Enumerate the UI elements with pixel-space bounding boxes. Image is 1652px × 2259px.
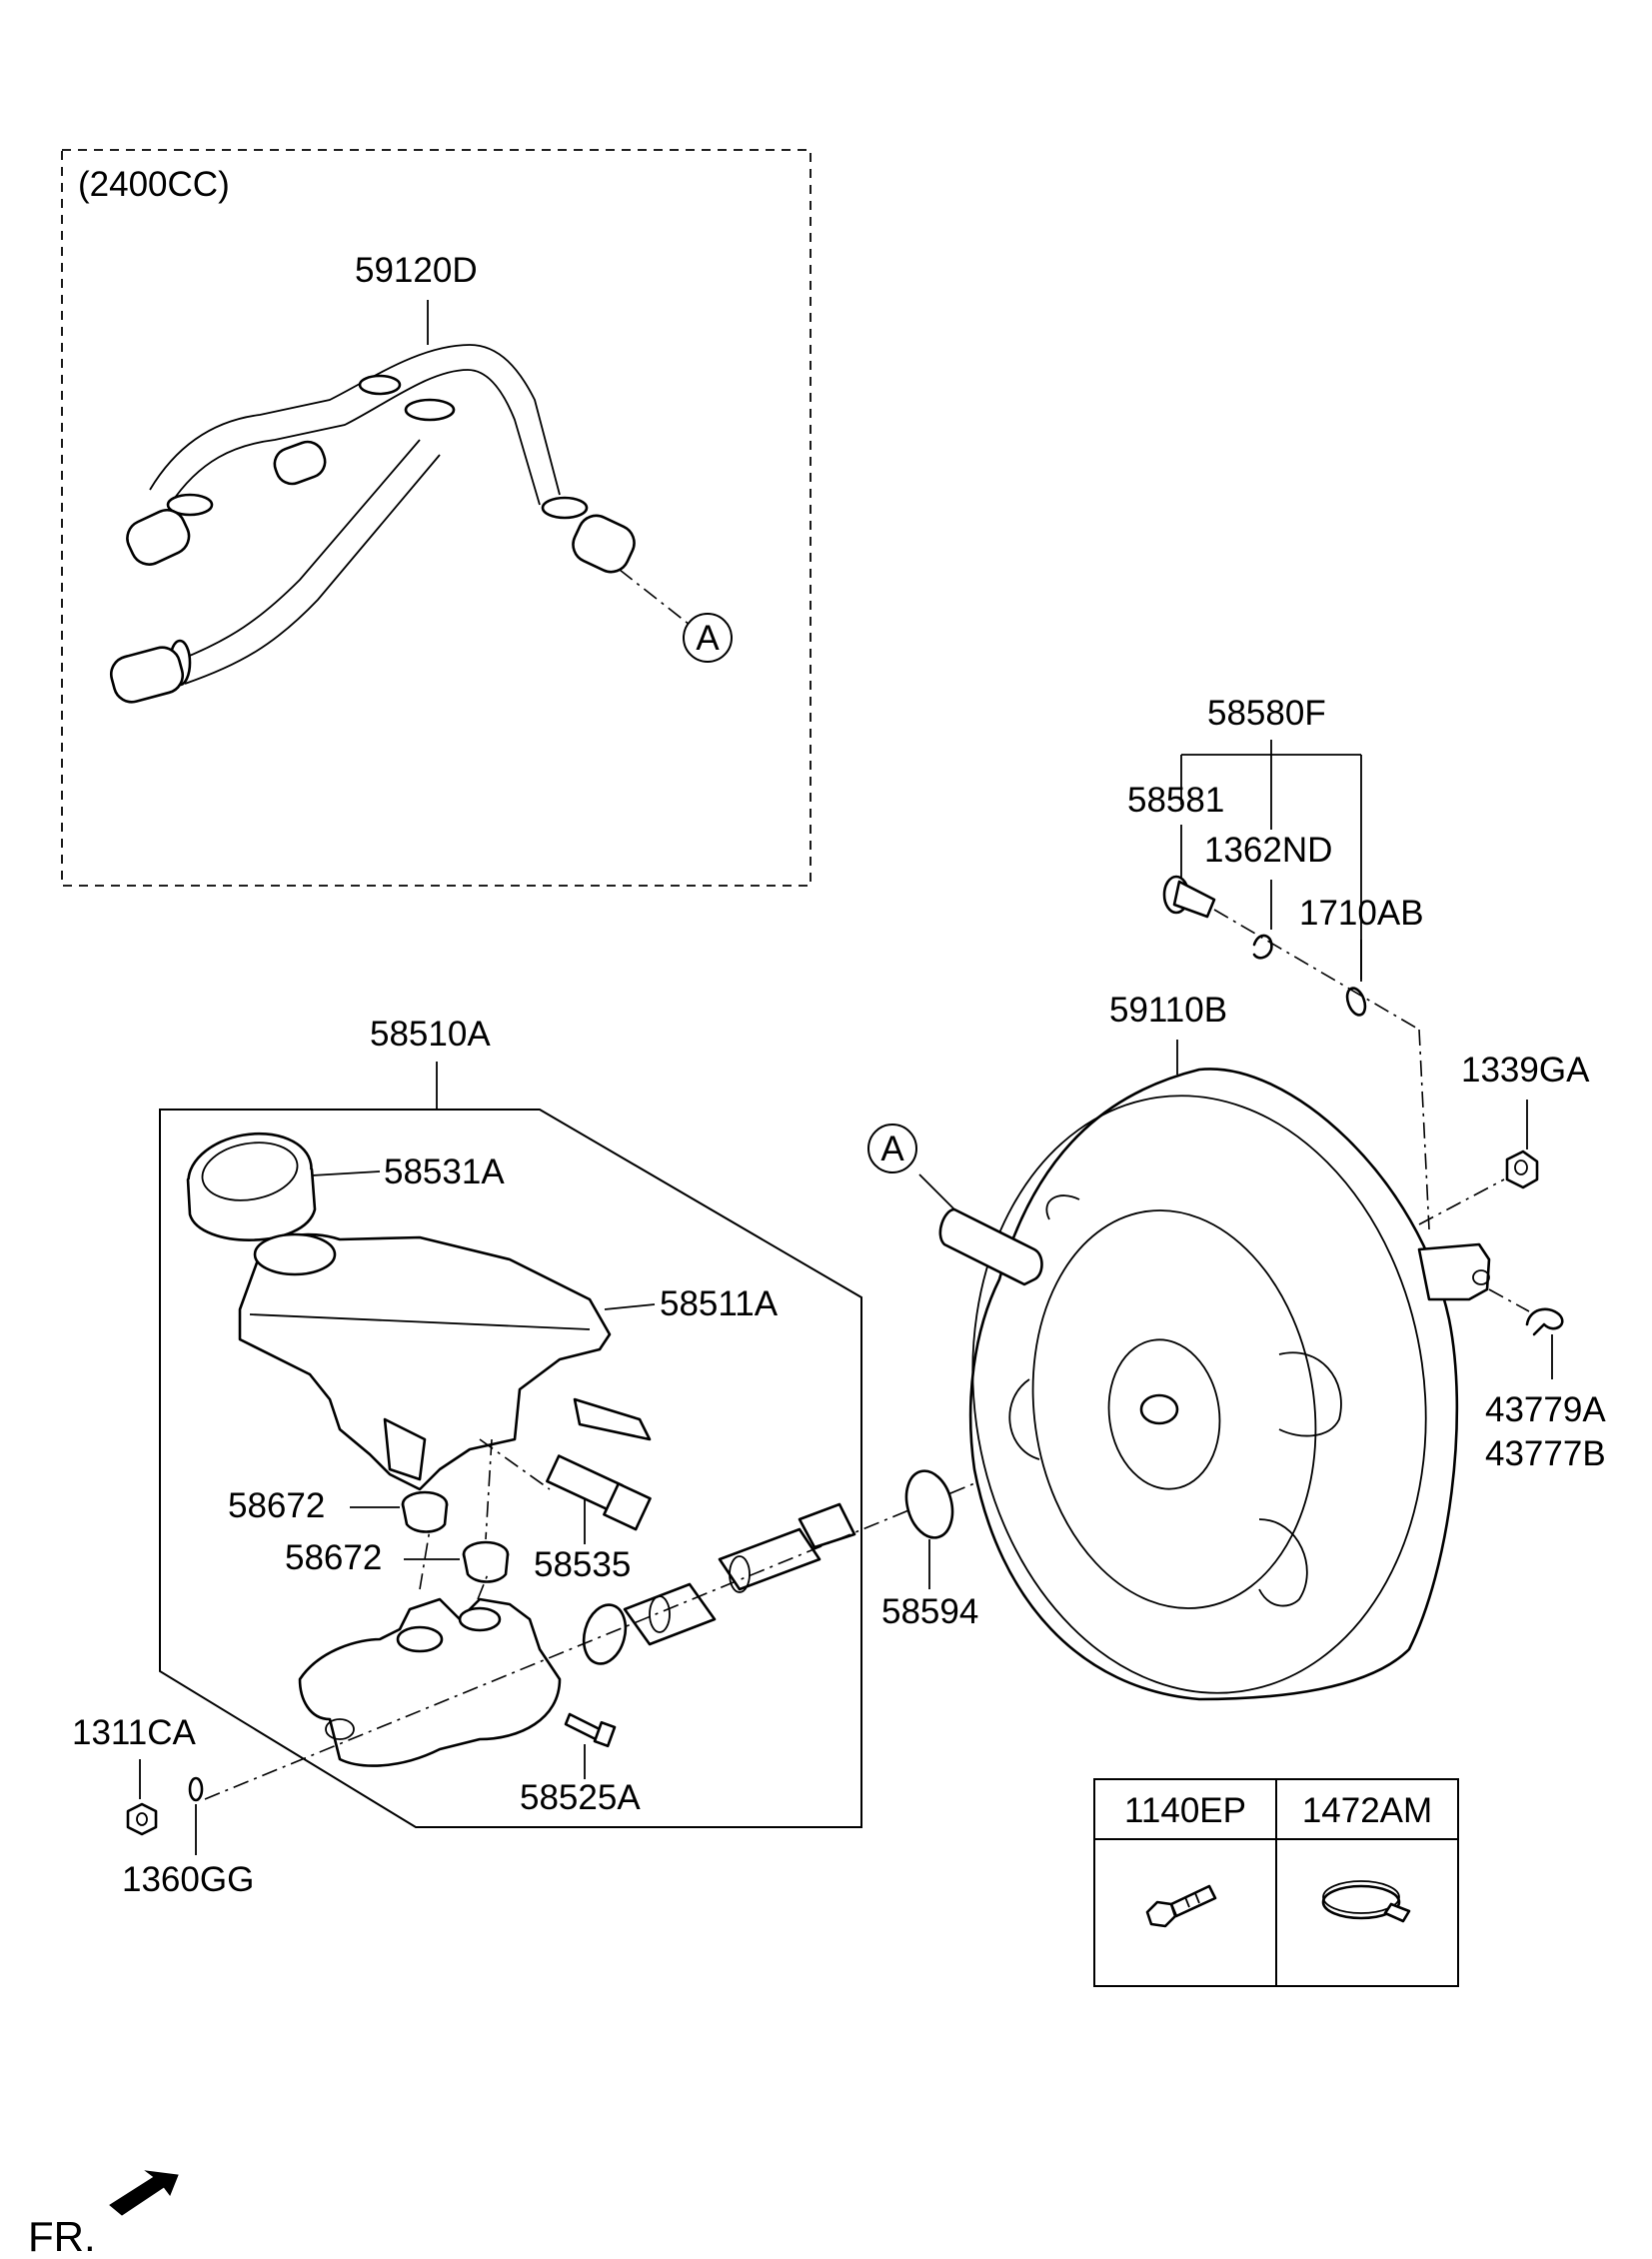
clevis-pin-kit: 58580F 58581 1362ND 1710AB — [1127, 694, 1430, 1230]
label-clevis-kit[interactable]: 58580F — [1207, 694, 1326, 733]
nut[interactable] — [126, 1802, 158, 1836]
front-arrow-icon — [109, 2170, 179, 2216]
fastener-table: 1140EP 1472AM — [1093, 1778, 1459, 1987]
booster-hose-stub[interactable] — [938, 1207, 1043, 1286]
level-sensor[interactable] — [546, 1454, 652, 1531]
washer[interactable] — [1344, 986, 1369, 1018]
ref-marker-a-top: A — [683, 613, 733, 663]
label-snap-pin[interactable]: 1362ND — [1204, 831, 1332, 870]
cylinder-bolt[interactable] — [564, 1712, 617, 1748]
label-booster-nut[interactable]: 1339GA — [1461, 1051, 1590, 1090]
reservoir[interactable] — [238, 1232, 652, 1491]
booster-nut[interactable] — [1505, 1149, 1539, 1189]
svg-text:A: A — [696, 619, 720, 658]
label-o-ring[interactable]: 58594 — [881, 1592, 978, 1631]
label-reservoir[interactable]: 58511A — [660, 1284, 779, 1323]
label-hose-assy[interactable]: 59120D — [355, 251, 478, 290]
o-ring[interactable] — [899, 1465, 959, 1542]
label-reservoir-cap[interactable]: 58531A — [384, 1152, 505, 1191]
reservoir-cap[interactable] — [182, 1125, 318, 1241]
hose-clamp-icon[interactable] — [1321, 1880, 1411, 1923]
svg-text:A: A — [880, 1130, 904, 1168]
gasket[interactable] — [188, 1776, 204, 1802]
label-sensor[interactable]: 58535 — [534, 1545, 631, 1584]
label-gasket[interactable]: 1360GG — [122, 1860, 254, 1899]
label-grommet-1[interactable]: 58672 — [228, 1486, 325, 1525]
label-clip-b[interactable]: 43777B — [1485, 1434, 1606, 1473]
ref-marker-a-booster: A — [867, 1124, 917, 1173]
table-header-1140ep: 1140EP — [1124, 1791, 1246, 1830]
label-master-cylinder-assy[interactable]: 58510A — [370, 1015, 491, 1054]
label-nut[interactable]: 1311CA — [72, 1713, 197, 1752]
label-clevis-pin[interactable]: 58581 — [1127, 781, 1224, 820]
label-grommet-2[interactable]: 58672 — [285, 1538, 382, 1577]
table-header-1472am: 1472AM — [1302, 1791, 1432, 1830]
variant-label: (2400CC) — [78, 165, 230, 204]
brake-booster[interactable] — [934, 1067, 1491, 1723]
front-indicator: FR. — [28, 2170, 179, 2259]
piston-assembly[interactable] — [578, 1502, 856, 1668]
master-cylinder-body[interactable] — [298, 1597, 562, 1767]
clip[interactable] — [1525, 1307, 1564, 1336]
grommet-1[interactable] — [401, 1490, 449, 1533]
label-booster[interactable]: 59110B — [1109, 991, 1227, 1030]
master-cylinder-group: 58510A 58531A 58511A 58672 — [159, 1015, 1180, 1828]
snap-pin[interactable] — [1252, 934, 1273, 960]
label-washer[interactable]: 1710AB — [1299, 894, 1424, 933]
grommet-2[interactable] — [462, 1540, 510, 1583]
label-bolt[interactable]: 58525A — [520, 1778, 641, 1817]
label-clip-a[interactable]: 43779A — [1485, 1390, 1606, 1429]
variant-box: (2400CC) 59120D A — [61, 149, 812, 887]
bolt-icon[interactable] — [1145, 1884, 1217, 1928]
vacuum-hose-lower[interactable] — [107, 439, 441, 706]
vacuum-hose-upper[interactable] — [122, 344, 641, 578]
clevis-pin[interactable] — [1162, 875, 1216, 919]
front-label: FR. — [28, 2213, 96, 2259]
